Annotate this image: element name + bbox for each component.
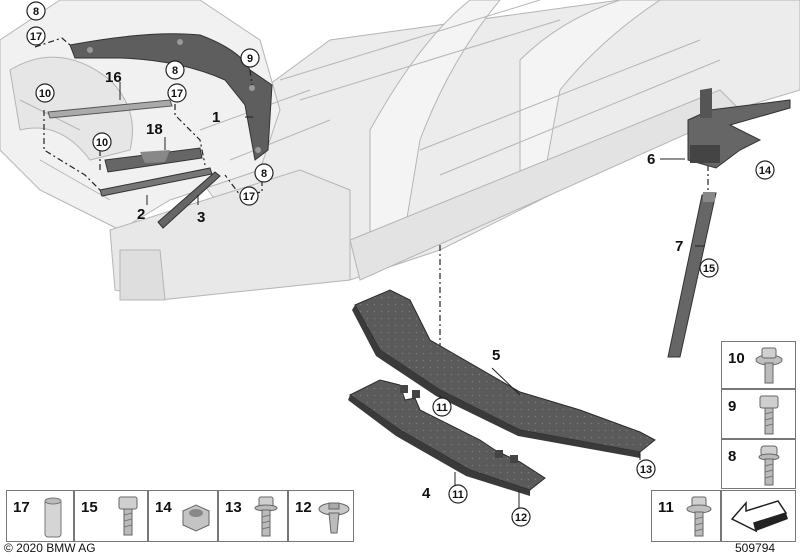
callout-2: 2 xyxy=(137,206,145,223)
part-4-underbody-panel xyxy=(348,379,546,496)
panel-leaders xyxy=(119,82,705,508)
fastener-number: 13 xyxy=(225,499,242,516)
copyright-notice: © 2020 BMW AG xyxy=(4,541,96,555)
fastener-ref-10: 10 xyxy=(721,341,796,389)
flange-bolt-icon xyxy=(254,496,278,537)
push-clip-icon xyxy=(318,502,350,534)
fastener-number: 9 xyxy=(728,398,737,415)
fastener-ref-13: 13 xyxy=(218,490,288,542)
fastener-number: 17 xyxy=(13,499,30,516)
callout-16: 16 xyxy=(105,69,122,86)
callout-4: 4 xyxy=(422,485,431,502)
sleeve-icon xyxy=(44,497,62,538)
fastener-number: 10 xyxy=(728,350,745,367)
part-7-long-strut xyxy=(667,192,717,358)
callout-10-mid: 10 xyxy=(96,137,108,149)
part-5-underbody-panel xyxy=(352,289,656,458)
callout-6: 6 xyxy=(647,151,655,168)
callout-8-low: 8 xyxy=(261,168,267,180)
callout-10-left: 10 xyxy=(39,88,51,100)
direction-arrow-box xyxy=(721,490,796,542)
callout-14: 14 xyxy=(759,165,772,177)
washer-bolt-icon xyxy=(755,347,783,384)
fastener-number: 8 xyxy=(728,448,737,465)
document-number: 509794 xyxy=(735,541,776,555)
callout-17-mid: 17 xyxy=(171,88,183,100)
fastener-number: 12 xyxy=(295,499,312,516)
part-3-brace-bar xyxy=(157,171,221,229)
callout-13: 13 xyxy=(640,464,652,476)
direction-arrow-icon xyxy=(730,500,788,533)
fastener-number: 14 xyxy=(155,499,172,516)
callout-17-top: 17 xyxy=(30,31,42,43)
part-18-brace-plate xyxy=(104,147,203,173)
callout-15: 15 xyxy=(703,263,715,275)
fastener-ref-15: 15 xyxy=(74,490,148,542)
callout-3: 3 xyxy=(197,209,205,226)
combi-bolt-icon xyxy=(686,496,712,537)
part-16-brace-bar xyxy=(47,99,173,119)
part-6-bracket xyxy=(687,88,791,169)
hex-nut-icon xyxy=(182,504,210,532)
fastener-number: 15 xyxy=(81,499,98,516)
callout-8-mid: 8 xyxy=(172,65,178,77)
fastener-ref-17: 17 xyxy=(6,490,74,542)
fastener-ref-8: 8 xyxy=(721,439,796,489)
callout-8-top: 8 xyxy=(33,6,39,18)
torx-bolt-icon xyxy=(758,445,780,486)
fastener-ref-11: 11 xyxy=(651,490,721,542)
callout-9: 9 xyxy=(247,53,253,65)
callout-11-panel5: 11 xyxy=(436,402,448,414)
callout-5: 5 xyxy=(492,347,500,364)
callout-18: 18 xyxy=(146,121,163,138)
fastener-ref-12: 12 xyxy=(288,490,354,542)
fastener-number: 11 xyxy=(658,499,674,516)
fastener-ref-9: 9 xyxy=(721,389,796,439)
callout-7: 7 xyxy=(675,238,683,255)
callout-1: 1 xyxy=(212,109,220,126)
fastener-ref-14: 14 xyxy=(148,490,218,542)
callout-11-panel4: 11 xyxy=(452,489,464,501)
hex-bolt-icon xyxy=(118,496,138,536)
hex-bolt-icon xyxy=(759,395,779,435)
callout-17-low: 17 xyxy=(243,191,255,203)
callout-12: 12 xyxy=(515,512,527,524)
